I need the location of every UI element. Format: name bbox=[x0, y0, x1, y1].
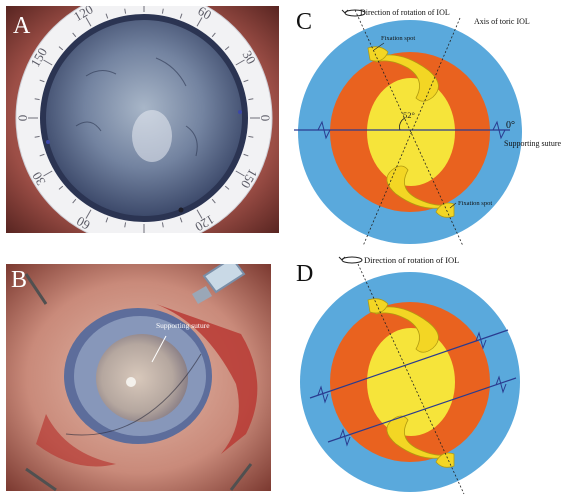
panel-letter-b: B bbox=[11, 268, 27, 292]
panel-letter-d: D bbox=[296, 262, 313, 286]
panel-a-photo: 30609012015003060901201500 A bbox=[6, 6, 279, 233]
eye-photo-with-toric-marker-ring: 30609012015003060901201500 bbox=[6, 6, 279, 233]
panel-letter-c: C bbox=[296, 10, 312, 34]
panel-letter-a: A bbox=[13, 14, 30, 38]
fixation-spot-bottom-label: Fixation spot bbox=[458, 200, 492, 207]
supporting-suture-label: Supporting suture bbox=[504, 139, 562, 148]
panel-b-photo: Supporting suture B bbox=[6, 264, 271, 491]
dial-label: 0 bbox=[15, 115, 30, 122]
fixation-spot-top-label: Fixation spot bbox=[381, 35, 415, 42]
panel-c-diagram: 52° Direction of rotation of IOL Axis of… bbox=[288, 0, 565, 250]
iol-optic bbox=[367, 78, 455, 186]
iol-optic-d bbox=[367, 328, 455, 436]
zero-degree-label: 0° bbox=[506, 120, 515, 131]
supporting-suture-annotation: Supporting suture bbox=[156, 321, 210, 330]
rotation-arrow-icon-d bbox=[342, 257, 362, 263]
dial-label: 0 bbox=[258, 115, 273, 122]
dial-label: 90 bbox=[138, 232, 151, 233]
angle-label: 52° bbox=[403, 110, 415, 120]
rotation-direction-label: Direction of rotation of IOL bbox=[360, 8, 450, 17]
rotation-direction-label-d: Direction of rotation of IOL bbox=[364, 255, 459, 265]
toric-axis-label: Axis of toric IOL bbox=[474, 17, 530, 26]
eye-photo-with-supporting-suture: Supporting suture bbox=[6, 264, 271, 491]
panel-d-diagram: Direction of rotation of IOL bbox=[288, 248, 565, 496]
